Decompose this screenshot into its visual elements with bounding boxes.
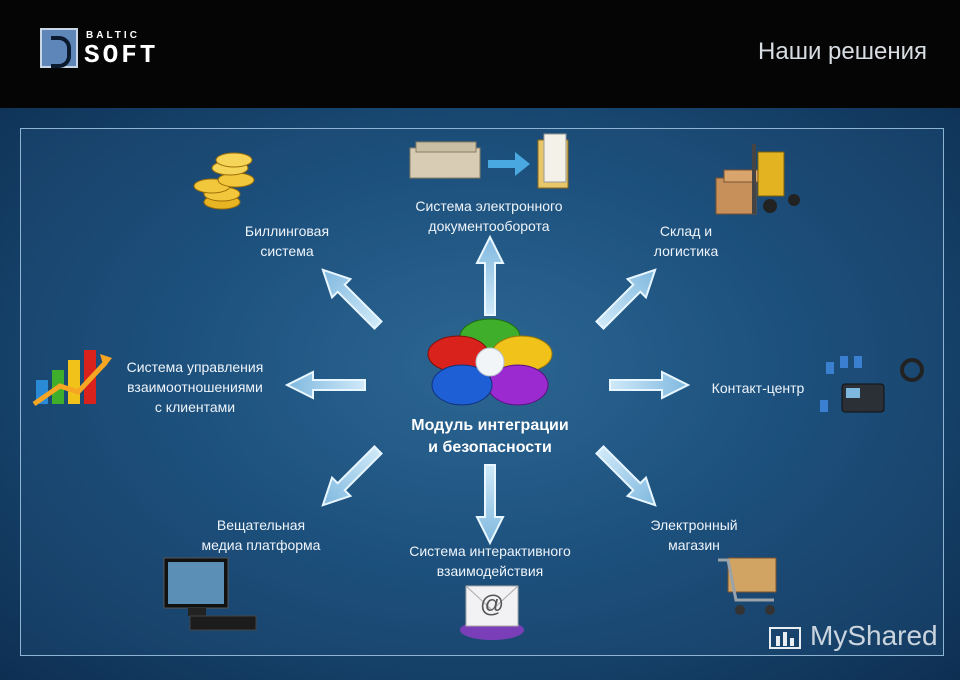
interactive-label-line2: взаимодействия [436, 563, 544, 579]
arrow-down-left [312, 439, 389, 516]
arrow-right [609, 371, 689, 399]
email-icon: @ [460, 585, 524, 640]
node-edo: Система электронного документооборота [392, 196, 586, 236]
slide-title: Наши решения [758, 38, 927, 65]
shop-label-line2: магазин [668, 537, 720, 553]
edo-label-line1: Система электронного [415, 198, 563, 214]
node-interactive: Система интерактивного взаимодействия [388, 541, 592, 581]
node-warehouse: Склад и логистика [630, 221, 742, 261]
edo-label-line2: документооборота [428, 218, 550, 234]
center-label-line2: и безопасности [428, 439, 552, 456]
broadcast-label-line1: Вещательная [216, 517, 306, 533]
arrow-down-right [589, 439, 666, 516]
puzzle-flower-icon [427, 318, 553, 406]
header-bar: BALTIC SOFT Наши решения [0, 0, 960, 108]
node-contact-center: Контакт-центр [700, 378, 816, 398]
node-crm: Система управления взаимоотношениями с к… [105, 357, 285, 417]
arrow-up [476, 236, 504, 316]
logo-top-text: BALTIC [86, 30, 140, 41]
center-label-line1: Модуль интеграции [411, 417, 569, 434]
arrow-up-left [312, 259, 389, 336]
arrow-up-right [589, 259, 666, 336]
warehouse-label-line1: Склад и [659, 223, 713, 239]
contact-label-line1: Контакт-центр [711, 380, 805, 396]
broadcast-label-line2: медиа платформа [201, 537, 321, 553]
shop-label-line1: Электронный [650, 517, 738, 533]
warehouse-label-line2: логистика [653, 243, 719, 259]
crm-label-line2: взаимоотношениями [127, 379, 263, 395]
billing-label-line1: Биллинговая [244, 223, 330, 239]
crm-label-line3: с клиентами [154, 399, 236, 415]
growth-chart-icon [32, 350, 112, 407]
baltic-soft-logo: BALTIC SOFT [40, 28, 160, 72]
watermark-text: MyShared [810, 620, 938, 651]
forklift-icon [715, 144, 800, 215]
node-billing: Биллинговая система [228, 221, 346, 261]
arrow-left [286, 371, 366, 399]
coins-icon [193, 152, 255, 210]
crm-label-line1: Система управления [126, 359, 264, 375]
center-node-label: Модуль интеграции и безопасности [380, 415, 600, 459]
interactive-label-line1: Система интерактивного [409, 543, 571, 559]
node-broadcast: Вещательная медиа платформа [182, 515, 340, 555]
node-shop: Электронный магазин [636, 515, 752, 555]
monitor-icon [163, 557, 257, 631]
logo-mark-icon [40, 28, 78, 68]
svg-text:@: @ [480, 591, 504, 618]
shopping-cart-icon [718, 557, 777, 615]
logo-bottom-text: SOFT [84, 40, 159, 70]
documents-folder-icon [409, 133, 569, 189]
billing-label-line2: система [260, 243, 314, 259]
arrow-down [476, 464, 504, 544]
contact-center-icon [820, 356, 924, 413]
myshared-logo-icon [769, 627, 801, 649]
